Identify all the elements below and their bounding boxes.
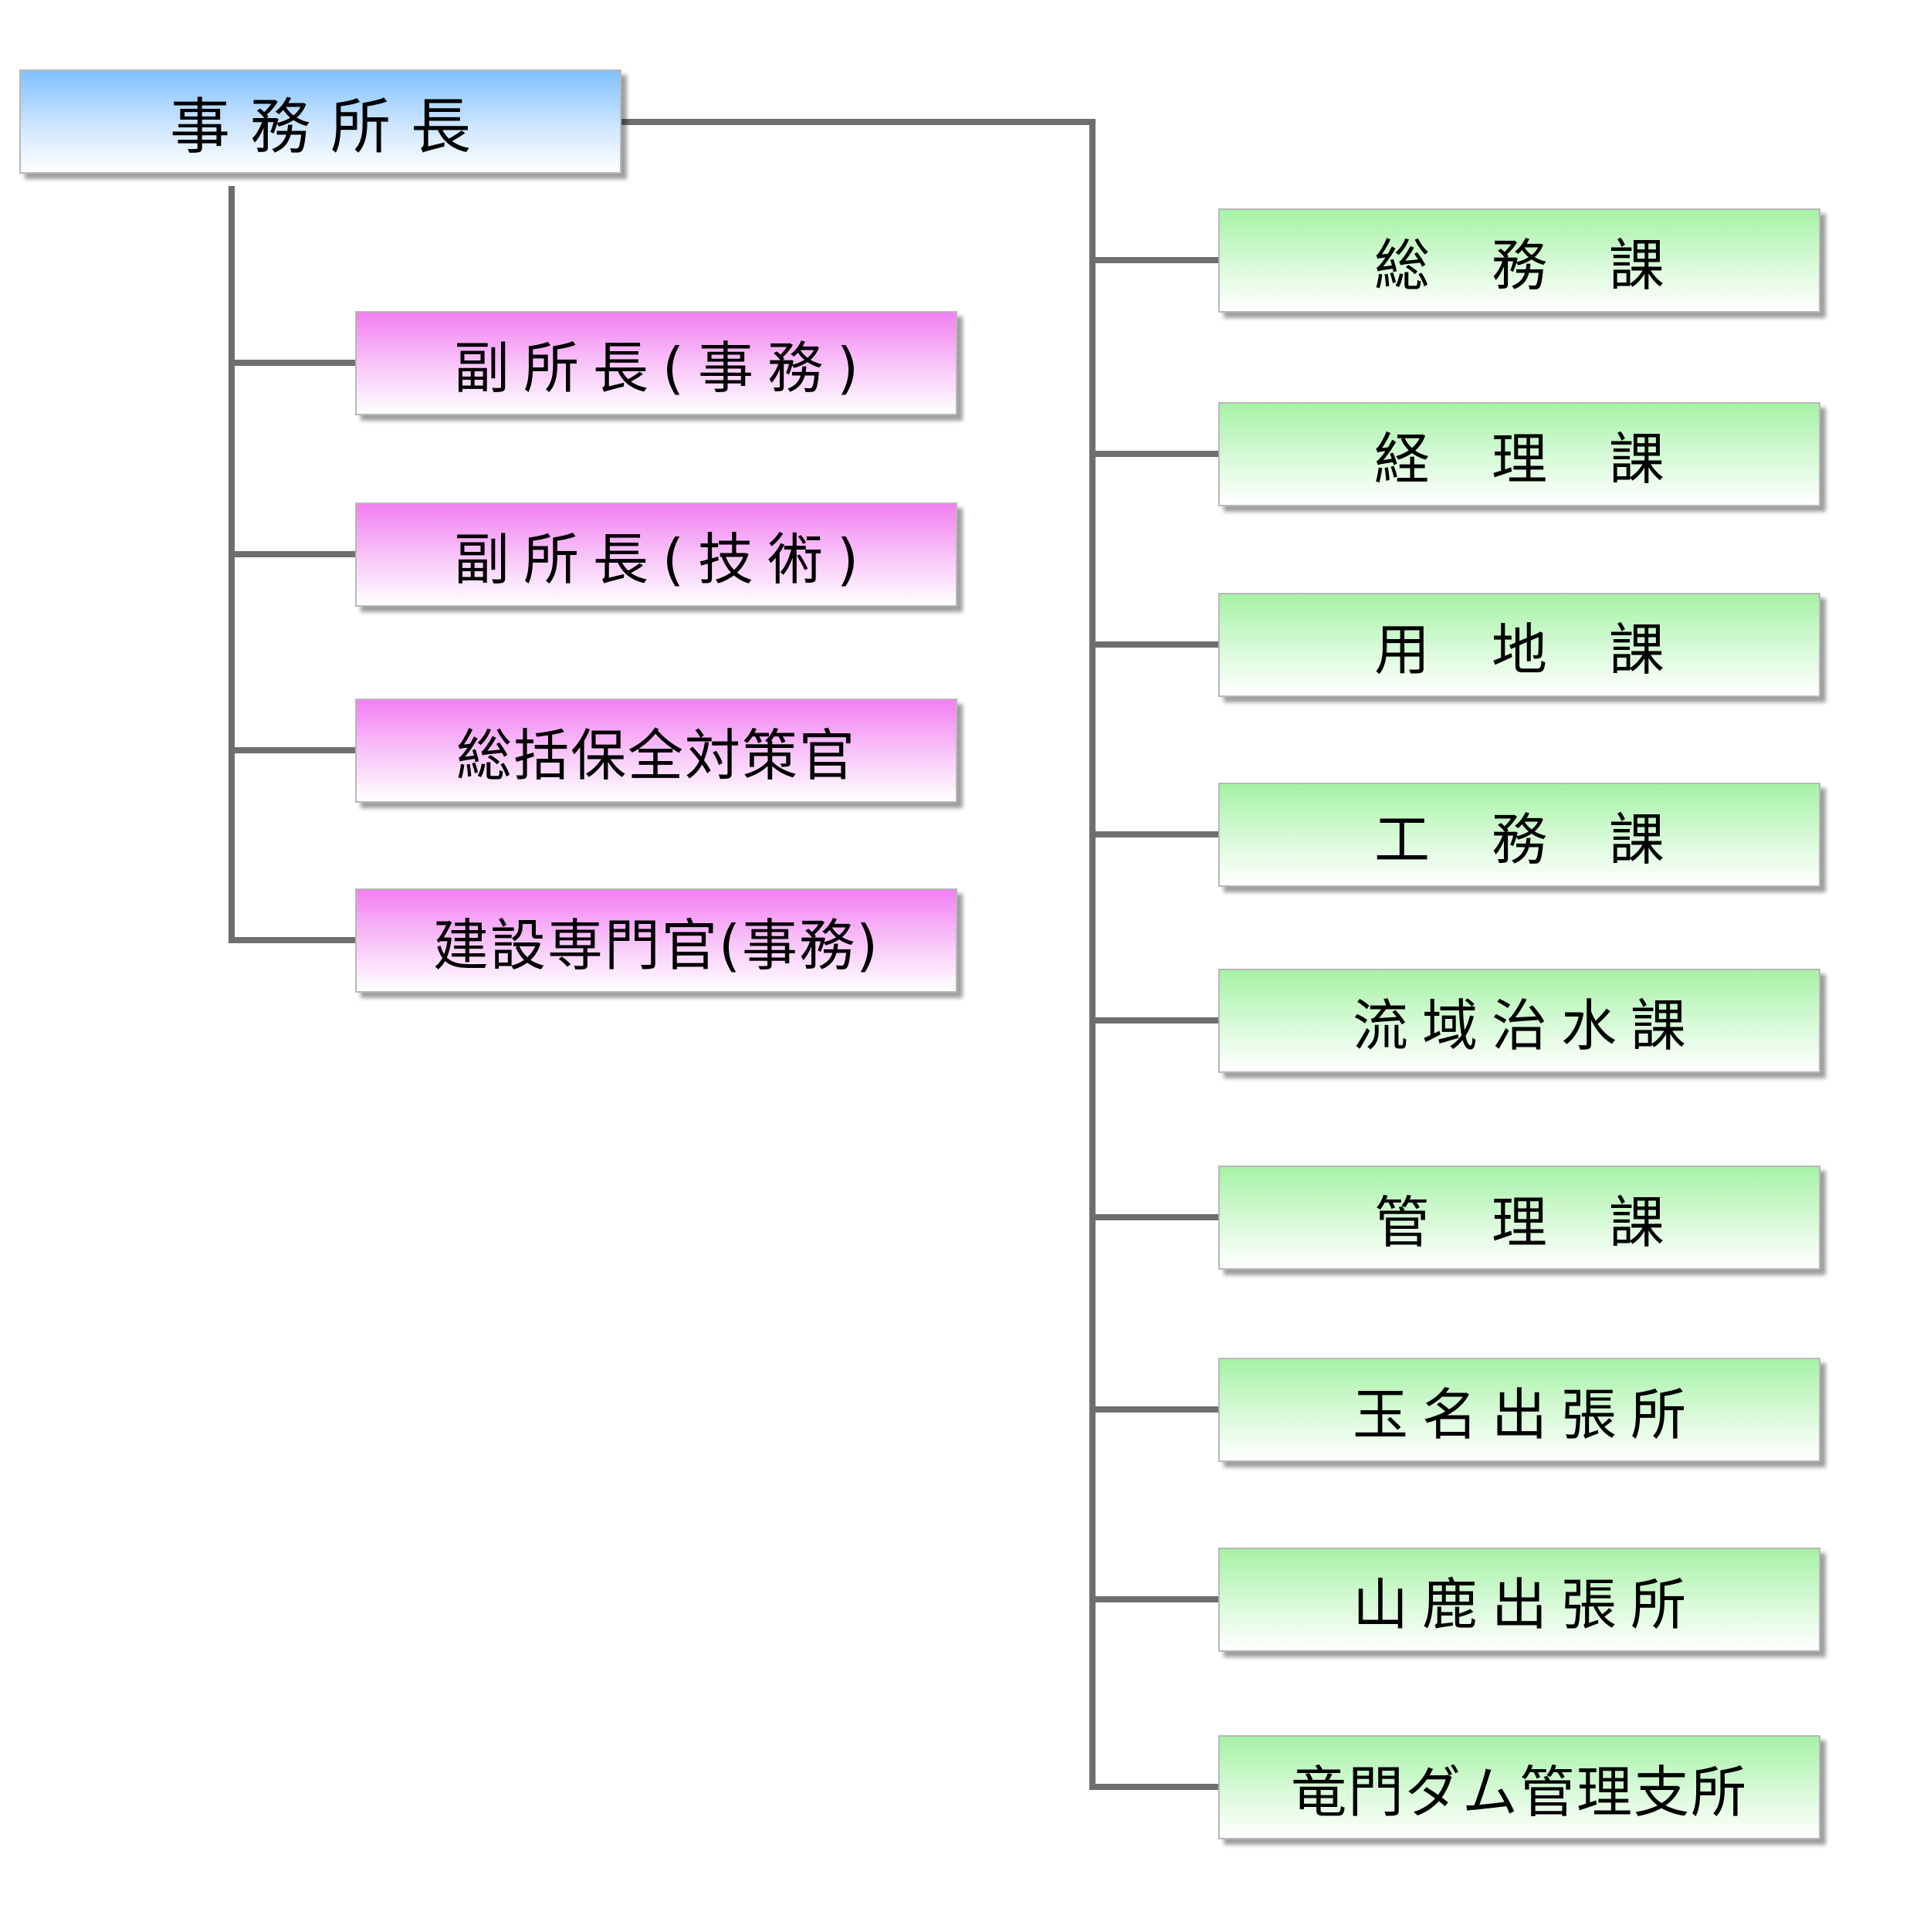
section-box-general-affairs: 総務課 [1218, 208, 1820, 313]
deputy-box-maintenance: 総括保全対策官 [355, 699, 957, 803]
section-label: 玉名出張所 [1352, 1382, 1700, 1447]
section-box-river-basin: 流域治水課 [1218, 969, 1820, 1073]
section-label: 竜門ダム管理支所 [1290, 1760, 1748, 1825]
section-box-management: 管理課 [1218, 1166, 1820, 1270]
section-box-engineering: 工務課 [1218, 783, 1820, 887]
deputy-box-admin: 副所長(事務) [355, 311, 957, 415]
deputy-label: 建設専門官(事務) [432, 913, 880, 978]
section-label: 総務課 [1373, 233, 1726, 298]
section-box-ryumon-dam-office: 竜門ダム管理支所 [1218, 1735, 1820, 1839]
section-label: 山鹿出張所 [1352, 1572, 1700, 1637]
deputy-label: 総括保全対策官 [455, 723, 856, 788]
section-label: 管理課 [1373, 1190, 1726, 1255]
deputy-box-technical: 副所長(技術) [355, 502, 957, 607]
section-label: 経理課 [1373, 427, 1726, 492]
director-label: 事務所長 [169, 92, 491, 162]
director-box: 事務所長 [19, 69, 621, 174]
deputy-box-construction: 建設専門官(事務) [355, 888, 957, 993]
section-box-land: 用地課 [1218, 593, 1820, 697]
deputy-label: 副所長(技術) [453, 527, 873, 592]
section-label: 流域治水課 [1352, 993, 1700, 1058]
section-box-accounting: 経理課 [1218, 402, 1820, 506]
section-box-tamana-office: 玉名出張所 [1218, 1358, 1820, 1462]
section-label: 用地課 [1373, 617, 1726, 682]
section-label: 工務課 [1373, 807, 1726, 872]
deputy-label: 副所長(事務) [453, 336, 873, 401]
section-box-yamaga-office: 山鹿出張所 [1218, 1548, 1820, 1652]
